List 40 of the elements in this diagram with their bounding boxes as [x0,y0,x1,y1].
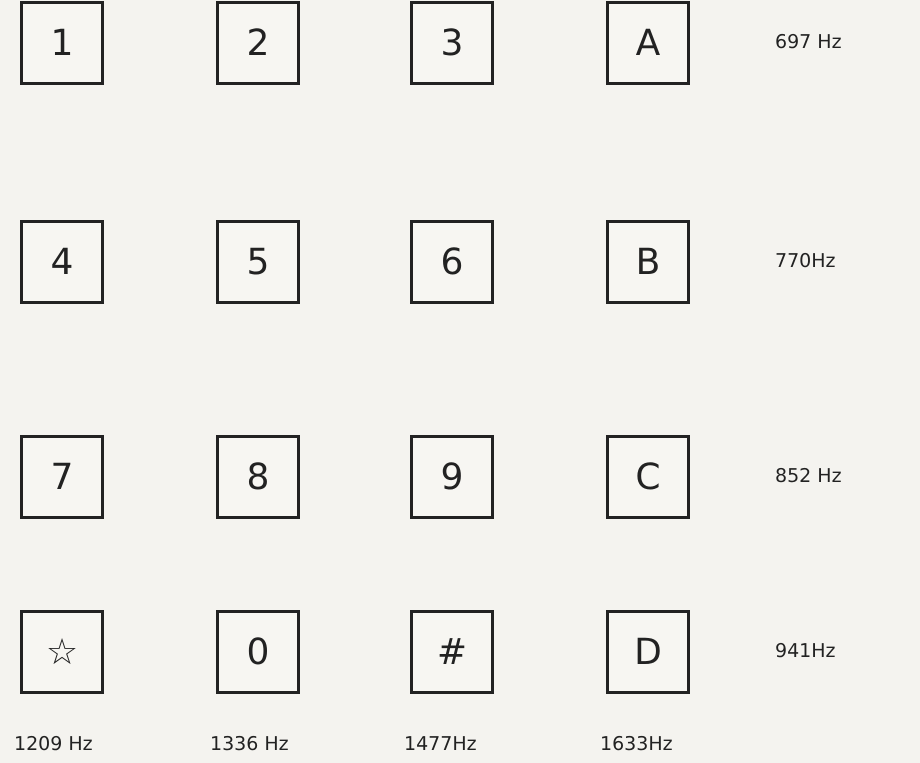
frequency-label: 1209 Hz [14,733,93,755]
key-symbol: 5 [246,242,270,282]
key-symbol: B [636,242,660,282]
key-symbol: D [634,632,662,672]
key-box [216,435,300,519]
key-symbol: # [436,632,468,672]
key-symbol: C [635,456,661,498]
key-box [606,1,690,85]
key-symbol: A [636,22,660,64]
key-box [20,220,104,304]
key-box [216,610,300,694]
key-box [410,435,494,519]
key-box [606,610,690,694]
key-box [410,610,494,694]
key-symbol: 1 [50,22,74,64]
key-box [20,610,104,694]
key-box [410,220,494,304]
key-box [20,435,104,519]
key-box [216,1,300,85]
key-symbol: 0 [246,632,270,672]
frequency-label: 1336 Hz [210,733,289,755]
frequency-label: 1477Hz [404,733,477,755]
key-box [216,220,300,304]
key-symbol: 6 [440,242,464,282]
key-symbol: 8 [246,456,270,498]
key-symbol: 4 [50,242,74,282]
key-box [410,1,494,85]
key-box [606,220,690,304]
frequency-label: 941Hz [775,640,836,662]
key-box [606,435,690,519]
key-symbol: 2 [246,22,270,64]
frequency-label: 770Hz [775,250,836,272]
key-symbol: 3 [440,22,464,64]
key-symbol: ☆ [46,632,78,672]
key-box [20,1,104,85]
frequency-label: 697 Hz [775,31,842,53]
key-symbol: 7 [50,456,74,498]
key-symbol: 9 [440,456,464,498]
frequency-label: 1633Hz [600,733,673,755]
frequency-label: 852 Hz [775,465,842,487]
